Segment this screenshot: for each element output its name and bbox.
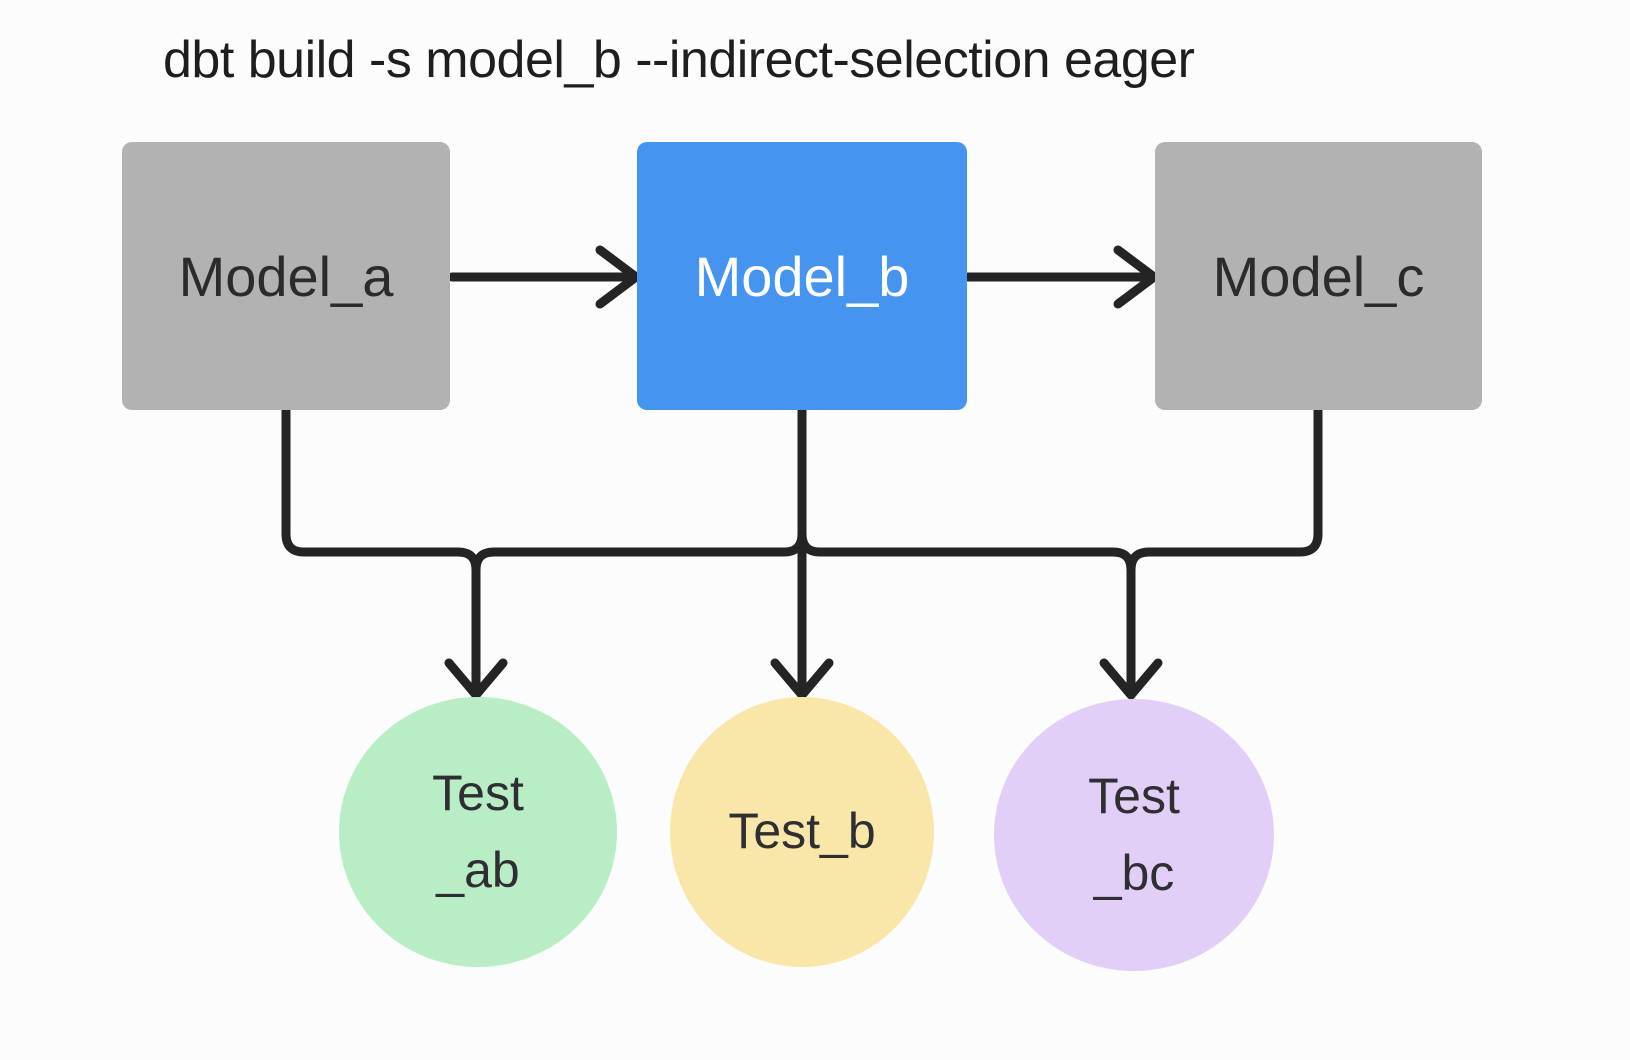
node-test-bc: Test _bc <box>994 699 1274 971</box>
edge-model-b-to-test-ab <box>471 405 807 575</box>
node-model-c: Model_c <box>1155 142 1482 410</box>
node-test-ab-label-line1: Test <box>432 764 524 821</box>
diagram-title: dbt build -s model_b --indirect-selectio… <box>163 31 1195 89</box>
node-model-a: Model_a <box>122 142 450 410</box>
node-test-b: Test_b <box>670 697 934 967</box>
edge-model-a-to-test-ab <box>281 405 481 693</box>
node-test-bc-label-line2: _bc <box>1093 845 1175 901</box>
edge-test-b-arrowhead <box>770 658 834 700</box>
node-model-b: Model_b <box>637 142 967 410</box>
edge-model-c-to-test-bc <box>1126 405 1323 575</box>
edge-model-b-to-model-c-arrowhead <box>1113 245 1159 309</box>
node-model-c-label: Model_c <box>1212 244 1425 308</box>
edge-model-a-to-model-b-arrowhead <box>595 245 641 309</box>
node-model-b-label: Model_b <box>694 244 910 308</box>
edge-test-bc-arrowhead <box>1099 658 1163 700</box>
edge-test-ab-arrowhead <box>444 658 508 700</box>
node-model-a-label: Model_a <box>178 244 394 308</box>
node-test-ab: Test _ab <box>339 697 617 967</box>
node-test-b-label-line1: Test_b <box>728 803 876 860</box>
node-test-bc-label-line1: Test <box>1088 767 1180 824</box>
node-test-ab-label-line2: _ab <box>436 842 520 898</box>
edge-model-b-to-test-bc <box>797 529 1136 693</box>
